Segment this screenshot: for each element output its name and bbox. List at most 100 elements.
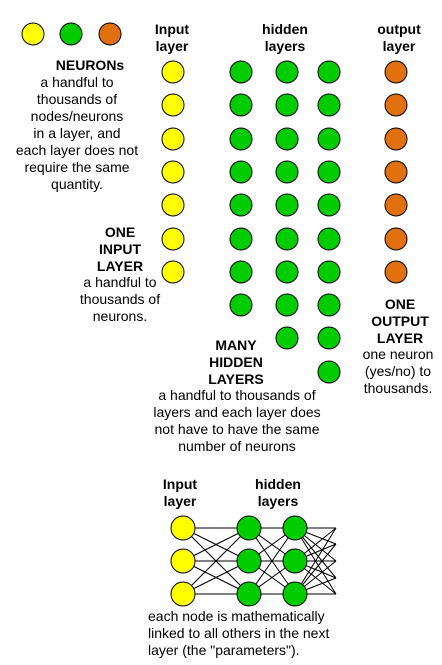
hidden-neuron <box>317 227 341 251</box>
hidden-neuron <box>229 60 253 84</box>
connection-line <box>182 527 250 595</box>
header-line: Input <box>162 476 198 492</box>
text-line: a handful to <box>83 274 157 290</box>
legend-title: NEURONs <box>55 57 125 73</box>
hidden-neuron <box>229 127 253 151</box>
output-neuron <box>384 227 408 251</box>
text-line: (yes/no) to <box>364 363 432 379</box>
output-neuron <box>384 93 408 117</box>
header-line: output <box>377 21 421 37</box>
legend-input-neuron <box>21 22 45 46</box>
hidden-neuron <box>275 227 299 251</box>
hidden-neuron <box>275 60 299 84</box>
header-line: hidden <box>262 21 308 37</box>
bottom-hidden-neuron <box>236 581 262 607</box>
text-line: one neuron <box>362 346 434 362</box>
title-line: ONE <box>384 296 416 312</box>
title-line: INPUT <box>99 241 141 257</box>
text-line: not have to have the same <box>154 421 320 437</box>
output-neuron <box>384 260 408 284</box>
bottom-input-neuron <box>170 548 196 574</box>
header-line: layer <box>382 38 416 54</box>
bottom-input-neuron <box>170 581 196 607</box>
output-block-text: one neuron (yes/no) to thousands. <box>356 346 440 397</box>
text-line: a handful to thousands of <box>158 387 316 403</box>
output-layer-header: output layer <box>367 21 431 55</box>
hidden-neuron <box>317 326 341 350</box>
output-block-title: ONE OUTPUT LAYER <box>364 296 436 347</box>
caption-line: each node is mathematically <box>148 608 325 624</box>
legend-line: in a layer, and <box>33 125 121 141</box>
top-network-nodes <box>21 22 408 384</box>
hidden-layers-header: hidden layers <box>245 21 325 55</box>
title-line: HIDDEN <box>209 354 263 370</box>
legend-output-neuron <box>98 22 122 46</box>
bottom-hidden-header: hidden layers <box>240 476 316 510</box>
legend-line: require the same <box>24 159 130 175</box>
hidden-neuron <box>317 160 341 184</box>
hidden-neuron <box>317 260 341 284</box>
input-neuron <box>161 93 185 117</box>
bottom-hidden-neuron <box>236 515 262 541</box>
header-line: hidden <box>255 476 301 492</box>
hidden-neuron <box>229 193 253 217</box>
hidden-block-title: MANY HIDDEN LAYERS <box>196 337 276 388</box>
bottom-network-nodes <box>170 515 308 607</box>
hidden-neuron <box>317 60 341 84</box>
hidden-neuron <box>317 193 341 217</box>
title-line: LAYER <box>376 330 424 346</box>
output-neuron <box>384 160 408 184</box>
input-block-text: a handful to thousands of neurons. <box>68 274 172 325</box>
hidden-neuron <box>275 260 299 284</box>
hidden-neuron <box>317 93 341 117</box>
connection-line <box>294 527 337 595</box>
bottom-input-neuron <box>170 515 196 541</box>
caption-line: linked to all others in the next <box>148 625 330 641</box>
legend-line: each layer does not <box>15 142 139 158</box>
input-block-title: ONE INPUT LAYER <box>84 224 156 275</box>
header-line: layer <box>163 493 197 509</box>
connection-line <box>248 527 296 595</box>
text-line: thousands of <box>79 291 161 307</box>
legend-line: a handful to <box>40 74 114 90</box>
hidden-block-text: a handful to thousands of layers and eac… <box>146 387 328 455</box>
bottom-input-header: Input layer <box>152 476 208 510</box>
bottom-hidden-neuron <box>236 548 262 574</box>
bottom-hidden-neuron <box>282 548 308 574</box>
legend-text: a handful to thousands of nodes/neurons … <box>0 74 154 193</box>
hidden-neuron <box>275 127 299 151</box>
hidden-neuron <box>317 360 341 384</box>
input-neuron <box>161 193 185 217</box>
hidden-neuron <box>275 326 299 350</box>
output-neuron <box>384 60 408 84</box>
header-line: Input <box>154 21 190 37</box>
legend-line: thousands of <box>36 91 118 107</box>
caption-line: layer (the "parameters"). <box>148 642 300 658</box>
legend-hidden-neuron <box>59 22 83 46</box>
bottom-hidden-neuron <box>282 515 308 541</box>
bottom-caption: each node is mathematically linked to al… <box>148 608 384 659</box>
header-line: layers <box>264 38 306 54</box>
input-neuron <box>161 160 185 184</box>
hidden-neuron <box>229 160 253 184</box>
input-neuron <box>161 227 185 251</box>
header-line: layers <box>257 493 299 509</box>
hidden-neuron <box>317 127 341 151</box>
hidden-neuron <box>229 93 253 117</box>
text-line: neurons. <box>92 308 148 324</box>
input-neuron <box>161 60 185 84</box>
input-layer-header: Input layer <box>142 21 202 55</box>
hidden-neuron <box>275 160 299 184</box>
header-line: layer <box>155 38 189 54</box>
hidden-neuron <box>229 227 253 251</box>
title-line: LAYERS <box>208 371 264 387</box>
hidden-neuron <box>275 93 299 117</box>
text-line: layers and each layer does <box>153 404 321 420</box>
input-neuron <box>161 127 185 151</box>
legend-line: nodes/neurons <box>30 108 124 124</box>
hidden-neuron <box>275 293 299 317</box>
hidden-neuron <box>317 293 341 317</box>
hidden-neuron <box>229 260 253 284</box>
bottom-hidden-neuron <box>282 581 308 607</box>
